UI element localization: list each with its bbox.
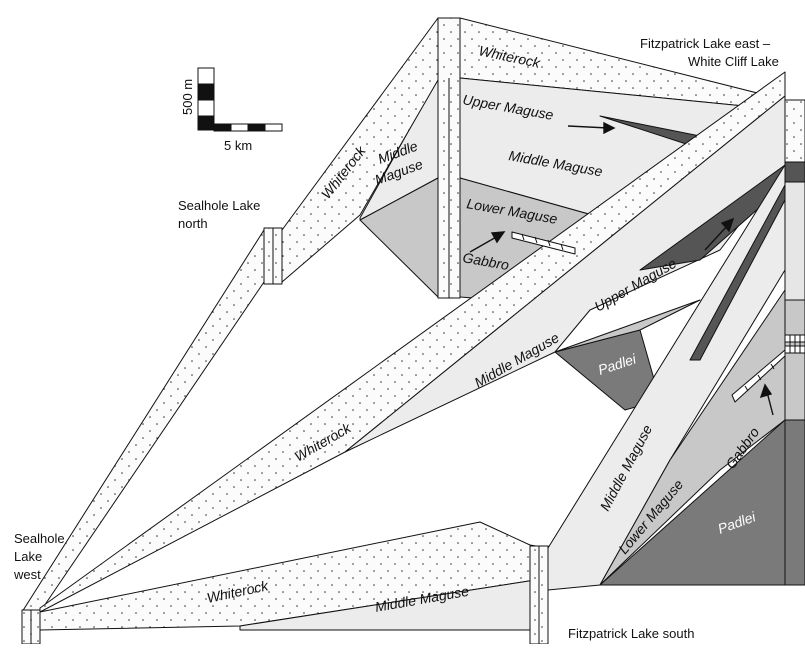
location-fitzpatrick-east-line2: White Cliff Lake bbox=[688, 54, 779, 69]
scale-bar bbox=[197, 67, 283, 132]
location-fitzpatrick-south: Fitzpatrick Lake south bbox=[568, 626, 694, 641]
location-sealhole-north-line1: Sealhole Lake bbox=[178, 198, 260, 213]
gabbro-sill-north bbox=[511, 231, 576, 255]
location-sealhole-west-line3: west bbox=[13, 567, 41, 582]
scale-vertical-label: 500 m bbox=[180, 79, 195, 115]
arrows bbox=[469, 121, 774, 416]
scale-horizontal-label: 5 km bbox=[224, 138, 252, 153]
location-fitzpatrick-east-line1: Fitzpatrick Lake east – bbox=[640, 36, 771, 51]
gabbro-sill-right bbox=[731, 349, 786, 403]
location-sealhole-west-line1: Sealhole bbox=[14, 531, 65, 546]
location-sealhole-west-line2: Lake bbox=[14, 549, 42, 564]
location-sealhole-north-line2: north bbox=[178, 216, 208, 231]
panel-center-lower bbox=[554, 299, 701, 353]
